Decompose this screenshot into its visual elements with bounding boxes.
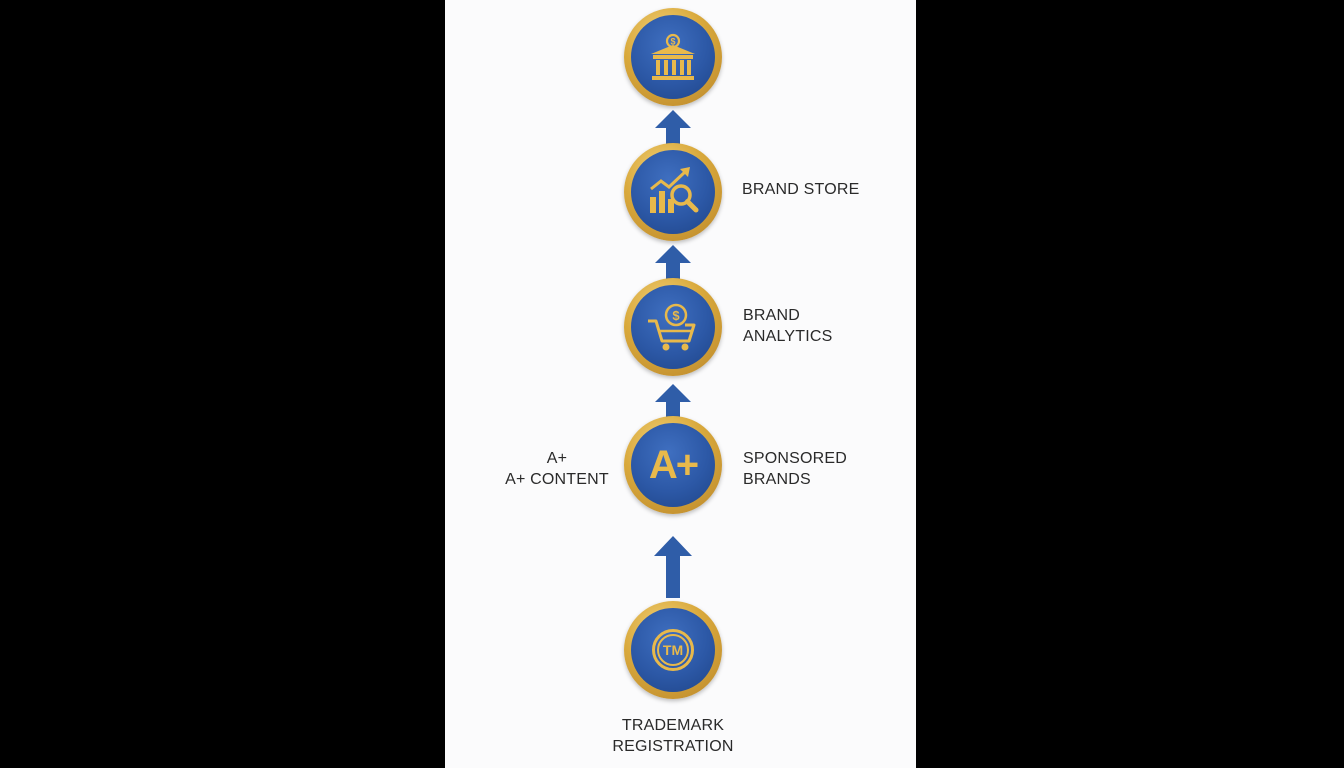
cart-dollar-icon: $ (648, 303, 696, 351)
label-brand-analytics: BRAND ANALYTICS (743, 307, 833, 345)
label-trademark-registration: TRADEMARK REGISTRATION (612, 717, 734, 755)
a-plus-icon: A+ (648, 443, 699, 487)
node-a-plus: A+ (624, 416, 722, 514)
svg-text:$: $ (672, 308, 680, 323)
arrow-up-icon (655, 245, 691, 281)
chart-magnifier-icon (650, 167, 699, 213)
label-brand-store: BRAND STORE (742, 181, 860, 198)
node-cart: $ (624, 278, 722, 376)
arrow-up-icon (655, 384, 691, 420)
label-sponsored-brands: SPONSORED BRANDS (743, 450, 848, 488)
bank-dollar-icon: $ (651, 33, 695, 80)
trademark-icon: TM (652, 629, 694, 671)
node-bank: $ (624, 8, 722, 106)
node-analytics-icon (624, 143, 722, 241)
arrow-up-icon (655, 110, 691, 146)
svg-text:$: $ (670, 37, 675, 47)
diagram-panel: $ (445, 0, 916, 768)
node-trademark: TM (624, 601, 722, 699)
arrow-up-icon (654, 536, 692, 598)
label-a-plus-content: A+ A+ CONTENT (505, 450, 609, 488)
